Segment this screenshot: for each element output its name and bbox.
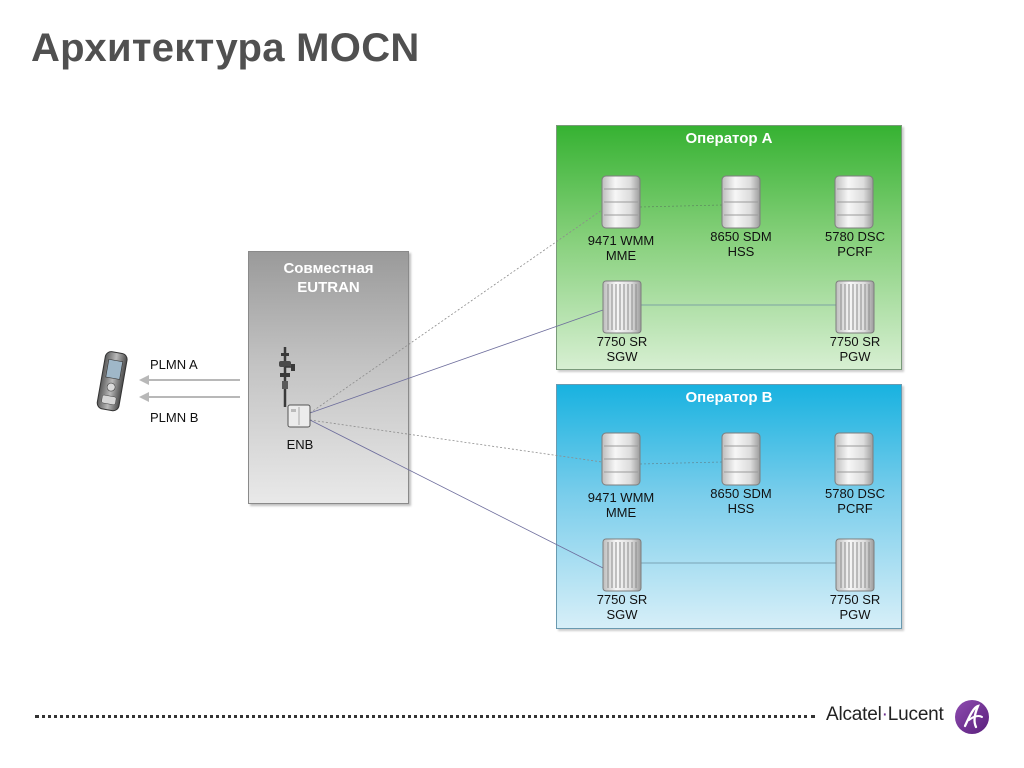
plmn-a-label: PLMN A (150, 357, 198, 372)
link-enb-mme-b (309, 419, 603, 463)
router-icon (602, 538, 642, 592)
brand-separator: · (881, 704, 888, 725)
link-mme-hss-b (639, 461, 723, 465)
router-icon (835, 280, 875, 334)
server-icon (601, 432, 641, 486)
operator-a-hss-line2: HSS (727, 244, 755, 259)
footer-dotted-rule (35, 715, 815, 718)
enb-label: ENB (286, 437, 314, 452)
operator-a-mme-label: 9471 WMM MME (576, 233, 666, 263)
link-mme-hss-a (639, 204, 723, 208)
shared-eutran-box: Совместная EUTRAN (248, 251, 409, 504)
operator-b-pgw-label: 7750 SR PGW (810, 592, 900, 622)
plmn-b-arrow (139, 392, 240, 402)
operator-b-sgw-line1: 7750 SR (596, 592, 648, 607)
operator-a-pcrf-label: 5780 DSC PCRF (810, 229, 900, 259)
link-enb-sgw-b (309, 419, 604, 569)
operator-b-pgw-line1: 7750 SR (829, 592, 881, 607)
operator-a-pcrf-line2: PCRF (837, 244, 873, 259)
server-icon (721, 432, 761, 486)
operator-a-hss-line1: 8650 SDM (710, 229, 772, 244)
plmn-a-arrow (139, 375, 240, 385)
operator-a-pgw-line2: PGW (839, 349, 871, 364)
operator-b-pcrf-label: 5780 DSC PCRF (810, 486, 900, 516)
operator-a-mme-line1: 9471 WMM (587, 233, 655, 248)
operator-b-hss-line1: 8650 SDM (710, 486, 772, 501)
router-icon (835, 538, 875, 592)
brand-part1: Alcatel (826, 704, 882, 725)
server-icon (721, 175, 761, 229)
brand-wordmark: Alcatel·Lucent (826, 704, 944, 726)
eutran-title-line2: EUTRAN (297, 279, 360, 296)
eutran-title-line1: Совместная (283, 260, 374, 277)
operator-b-title: Оператор B (685, 389, 773, 406)
operator-b-sgw-line2: SGW (606, 607, 638, 622)
plmn-b-label: PLMN B (150, 410, 199, 425)
phone-icon (96, 351, 128, 412)
operator-a-sgw-line2: SGW (606, 349, 638, 364)
operator-a-title: Оператор A (685, 130, 773, 147)
server-icon (834, 432, 874, 486)
router-icon (602, 280, 642, 334)
operator-b-mme-label: 9471 WMM MME (576, 490, 666, 520)
operator-a-hss-label: 8650 SDM HSS (696, 229, 786, 259)
antenna-mast-icon (279, 347, 295, 407)
operator-a-sgw-label: 7750 SR SGW (577, 334, 667, 364)
operator-b-pcrf-line1: 5780 DSC (825, 486, 885, 501)
operator-b-mme-line2: MME (605, 505, 637, 520)
operator-a-pgw-line1: 7750 SR (829, 334, 881, 349)
operator-b-hss-line2: HSS (727, 501, 755, 516)
alcatel-lucent-logo-icon (955, 700, 989, 734)
operator-b-hss-label: 8650 SDM HSS (696, 486, 786, 516)
link-enb-mme-a (309, 209, 603, 414)
operator-a-mme-line2: MME (605, 248, 637, 263)
link-enb-sgw-a (309, 309, 604, 414)
eutran-title: Совместная EUTRAN (249, 259, 408, 297)
server-icon (601, 175, 641, 229)
operator-a-pgw-label: 7750 SR PGW (810, 334, 900, 364)
operator-b-sgw-label: 7750 SR SGW (577, 592, 667, 622)
page-title: Архитектура MOCN (31, 26, 420, 70)
server-icon (834, 175, 874, 229)
operator-a-sgw-line1: 7750 SR (596, 334, 648, 349)
operator-b-mme-line1: 9471 WMM (587, 490, 655, 505)
enb-cabinet-icon (287, 404, 311, 428)
operator-a-pcrf-line1: 5780 DSC (825, 229, 885, 244)
operator-b-pcrf-line2: PCRF (837, 501, 873, 516)
brand-part2: Lucent (887, 704, 944, 725)
operator-b-pgw-line2: PGW (839, 607, 871, 622)
